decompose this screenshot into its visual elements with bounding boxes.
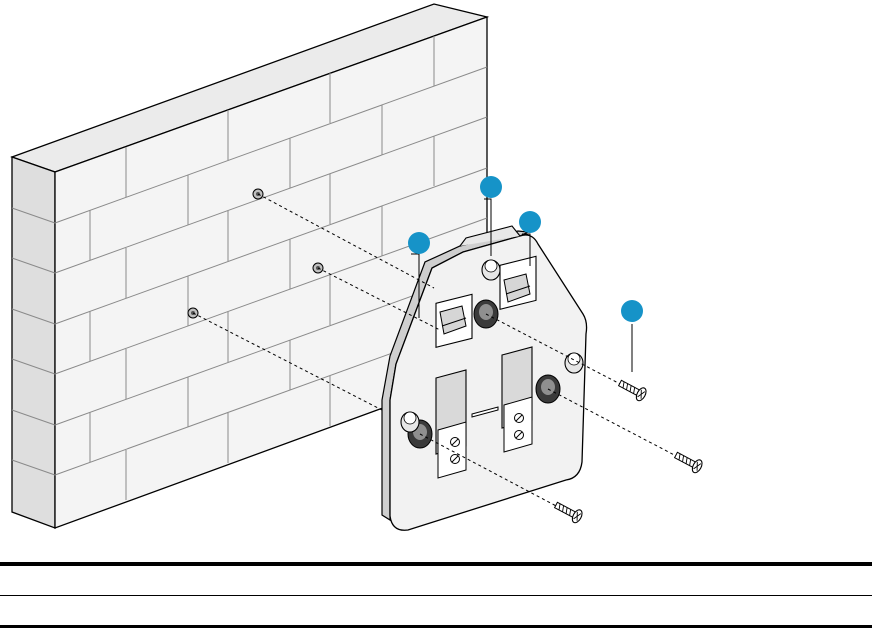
bracket-hook-left [436,294,472,347]
callout-marker [519,211,541,233]
anchor-plug-left [401,412,419,432]
bracket-slot-right [502,347,532,452]
bracket-slot-left [436,370,466,478]
anchor-plug-right [565,353,583,373]
legend-table-top-rule [0,562,872,566]
callout-marker [480,176,502,198]
screw-middle [673,449,704,475]
callout-marker [621,300,643,322]
anchor-plug-top [482,260,500,280]
screw-top [617,377,648,403]
bracket-hook-right [500,256,536,309]
legend-table-row-divider [0,595,872,596]
legend-row [0,567,872,595]
callout-marker [408,232,430,254]
callout-screw [621,300,643,372]
screw-bottom [553,499,584,525]
